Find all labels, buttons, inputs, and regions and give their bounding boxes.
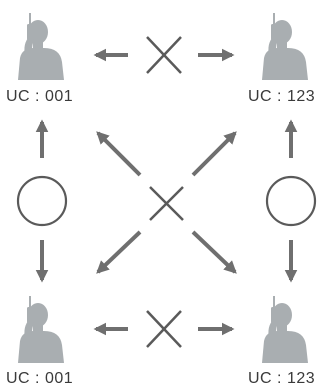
unit-code-label-bottom-right: UC : 123 xyxy=(248,370,316,387)
cross-icon xyxy=(146,310,182,348)
arrow-up-left-icon xyxy=(96,131,142,177)
cross-icon xyxy=(149,186,184,221)
circle-icon xyxy=(16,175,68,227)
unit-code-label-top-right: UC : 123 xyxy=(248,88,316,105)
person-top-right-icon xyxy=(262,13,308,80)
right-link xyxy=(265,119,317,283)
person-bottom-right-icon xyxy=(262,296,308,363)
left-link xyxy=(16,119,68,283)
unit-code-label-bottom-left: UC : 001 xyxy=(6,370,74,387)
person-top-left-icon xyxy=(18,13,64,80)
arrow-down-right-icon xyxy=(191,230,237,274)
cross-icon xyxy=(146,36,182,74)
diagonal-links xyxy=(96,131,237,274)
arrow-down-left-icon xyxy=(96,230,142,274)
unit-code-label-top-left: UC : 001 xyxy=(6,88,74,105)
person-bottom-left-icon xyxy=(18,296,64,363)
arrow-up-right-icon xyxy=(191,131,237,177)
circle-icon xyxy=(265,175,317,227)
top-link xyxy=(93,36,235,74)
bottom-link xyxy=(93,310,235,348)
